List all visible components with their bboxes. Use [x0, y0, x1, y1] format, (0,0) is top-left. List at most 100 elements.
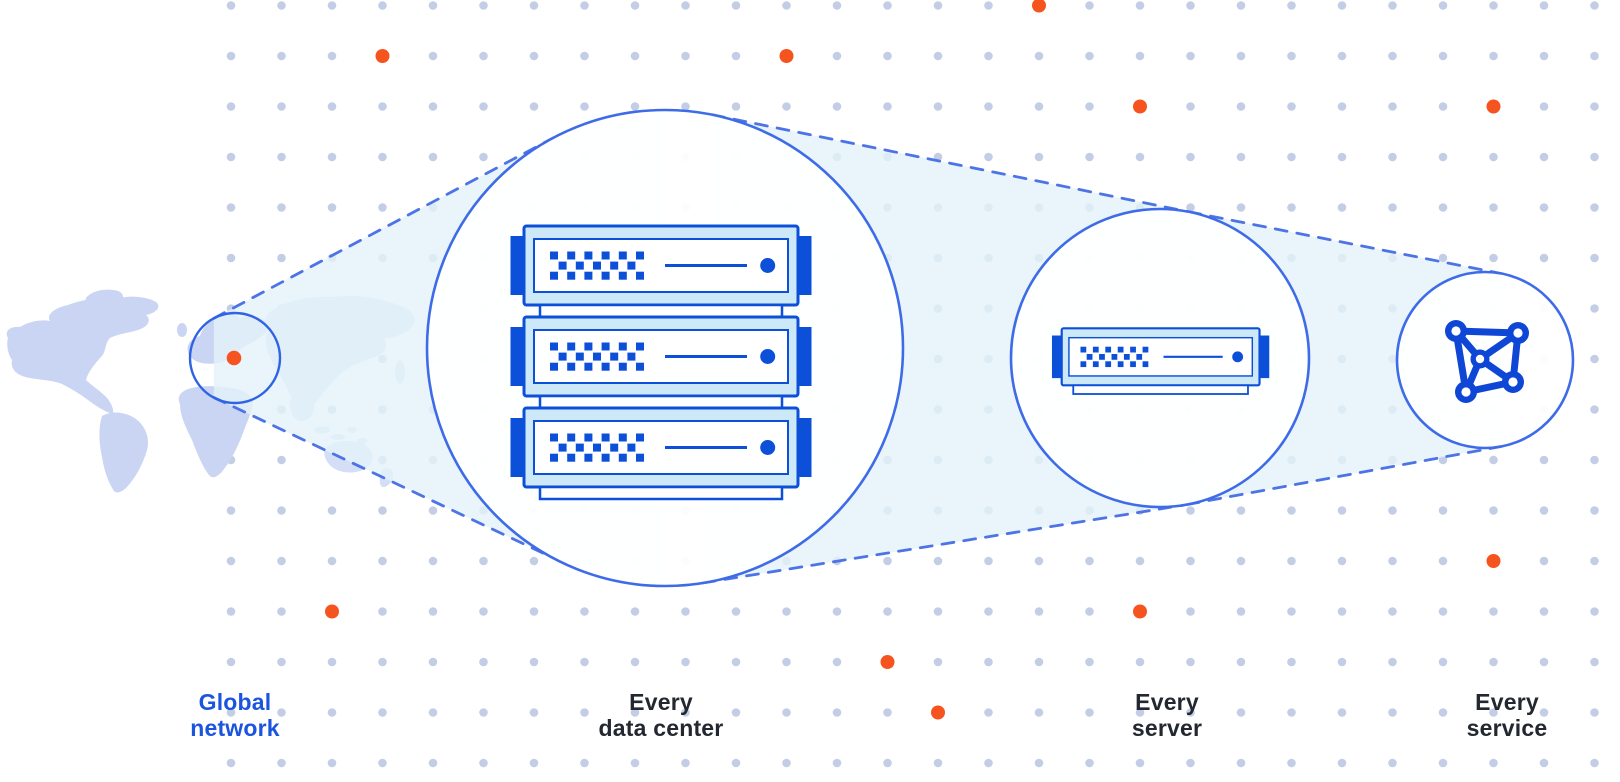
label-line: Global [198, 689, 272, 715]
grid-dot [1489, 253, 1498, 263]
map-focus-circle [188, 311, 282, 405]
grid-dot [1489, 1, 1498, 10]
grid-dot [1135, 556, 1145, 566]
grid-dot [378, 708, 387, 717]
grid-dot [1590, 102, 1599, 111]
grid-dot [731, 102, 741, 111]
grid-dot [1337, 556, 1347, 566]
grid-dot [1590, 1, 1599, 10]
grid-dot [327, 152, 337, 162]
grid-dot [1236, 708, 1246, 717]
grid-dot [1438, 1, 1448, 10]
rack-ear-right [797, 418, 812, 477]
grid-dot [580, 758, 589, 768]
grid-dot [1236, 758, 1246, 768]
grid-dot [1085, 758, 1094, 768]
grid-dot [327, 51, 337, 61]
zoom-dashed-line [701, 503, 1186, 585]
grid-dot [479, 657, 488, 667]
grid-dot [428, 657, 438, 667]
grid-dot [327, 506, 337, 515]
grid-dot [1135, 51, 1145, 61]
grid-dot [378, 506, 387, 515]
grid-dot [226, 1, 236, 10]
grid-dot [1135, 758, 1145, 768]
grid-dot [1489, 51, 1498, 61]
grid-dot [479, 152, 488, 162]
grid-dot [1287, 506, 1296, 515]
grid-dot [1590, 607, 1599, 616]
grid-dot [1539, 203, 1549, 212]
rack-ear-right [1259, 335, 1270, 379]
grid-dot [226, 657, 236, 667]
grid-dot [1539, 1, 1549, 10]
grid-dot [1085, 708, 1094, 717]
grid-dot [1539, 607, 1549, 616]
single-server [1051, 327, 1270, 395]
grid-dot [277, 102, 286, 111]
grid-dot [327, 657, 337, 667]
grid-dot [1135, 1, 1145, 10]
grid-dot [1085, 657, 1094, 667]
rack-ear-right [797, 327, 812, 386]
grid-dot [1337, 152, 1347, 162]
grid-dot [1236, 102, 1246, 111]
grid-dot [731, 657, 741, 667]
grid-dot [580, 51, 589, 61]
grid-dot [479, 1, 488, 10]
grid-dot [1388, 203, 1397, 212]
grid-dot [984, 102, 993, 111]
zoom-dashed-line [1185, 445, 1503, 506]
label-line: network [190, 715, 280, 741]
label-line: Every [1135, 689, 1199, 715]
grid-dot [479, 556, 488, 566]
grid-dot [327, 708, 337, 717]
grid-dot [1337, 102, 1347, 111]
grid-dot [933, 102, 943, 111]
orange-dot [880, 655, 895, 669]
grid-dot [731, 758, 741, 768]
grid-dot [883, 708, 892, 717]
grid-dot [327, 556, 337, 566]
grid-dot [630, 51, 640, 61]
grid-dot [782, 758, 791, 768]
grid-dot [1388, 51, 1397, 61]
grid-dot [1590, 304, 1599, 313]
server-unit [510, 224, 812, 319]
grid-dot [529, 708, 539, 717]
grid-dot [1438, 758, 1448, 768]
grid-dot [933, 758, 943, 768]
grid-dot [1539, 556, 1549, 566]
grid-dot [1186, 758, 1195, 768]
grid-dot [984, 657, 993, 667]
grid-dot [1388, 1, 1397, 10]
rack-ear-left [1051, 335, 1063, 379]
rack-ear-right [797, 236, 812, 295]
grid-dot [1085, 607, 1094, 616]
grid-dot [378, 203, 387, 212]
label-line: service [1466, 715, 1548, 741]
grid-dot [226, 203, 236, 212]
server-unit [510, 406, 812, 501]
grid-dot [378, 607, 387, 616]
grid-dot [277, 1, 286, 10]
grid-dot [1085, 1, 1094, 10]
grid-dot [1337, 1, 1347, 10]
grid-dot [630, 708, 640, 717]
server-unit [1051, 327, 1270, 395]
rack-ear-left [510, 418, 525, 477]
grid-dot [1085, 102, 1094, 111]
rack-ear-left [510, 327, 525, 386]
grid-dot [1186, 152, 1195, 162]
grid-dot [1135, 152, 1145, 162]
grid-dot [731, 1, 741, 10]
rack-tray [538, 394, 784, 410]
grid-dot [226, 758, 236, 768]
grid-dot [226, 708, 236, 717]
grid-dot [1590, 657, 1599, 667]
grid-dot [1287, 657, 1296, 667]
grid-dot [1590, 354, 1599, 364]
grid-dot [1388, 657, 1397, 667]
server-led [760, 440, 776, 455]
grid-dot [630, 758, 640, 768]
